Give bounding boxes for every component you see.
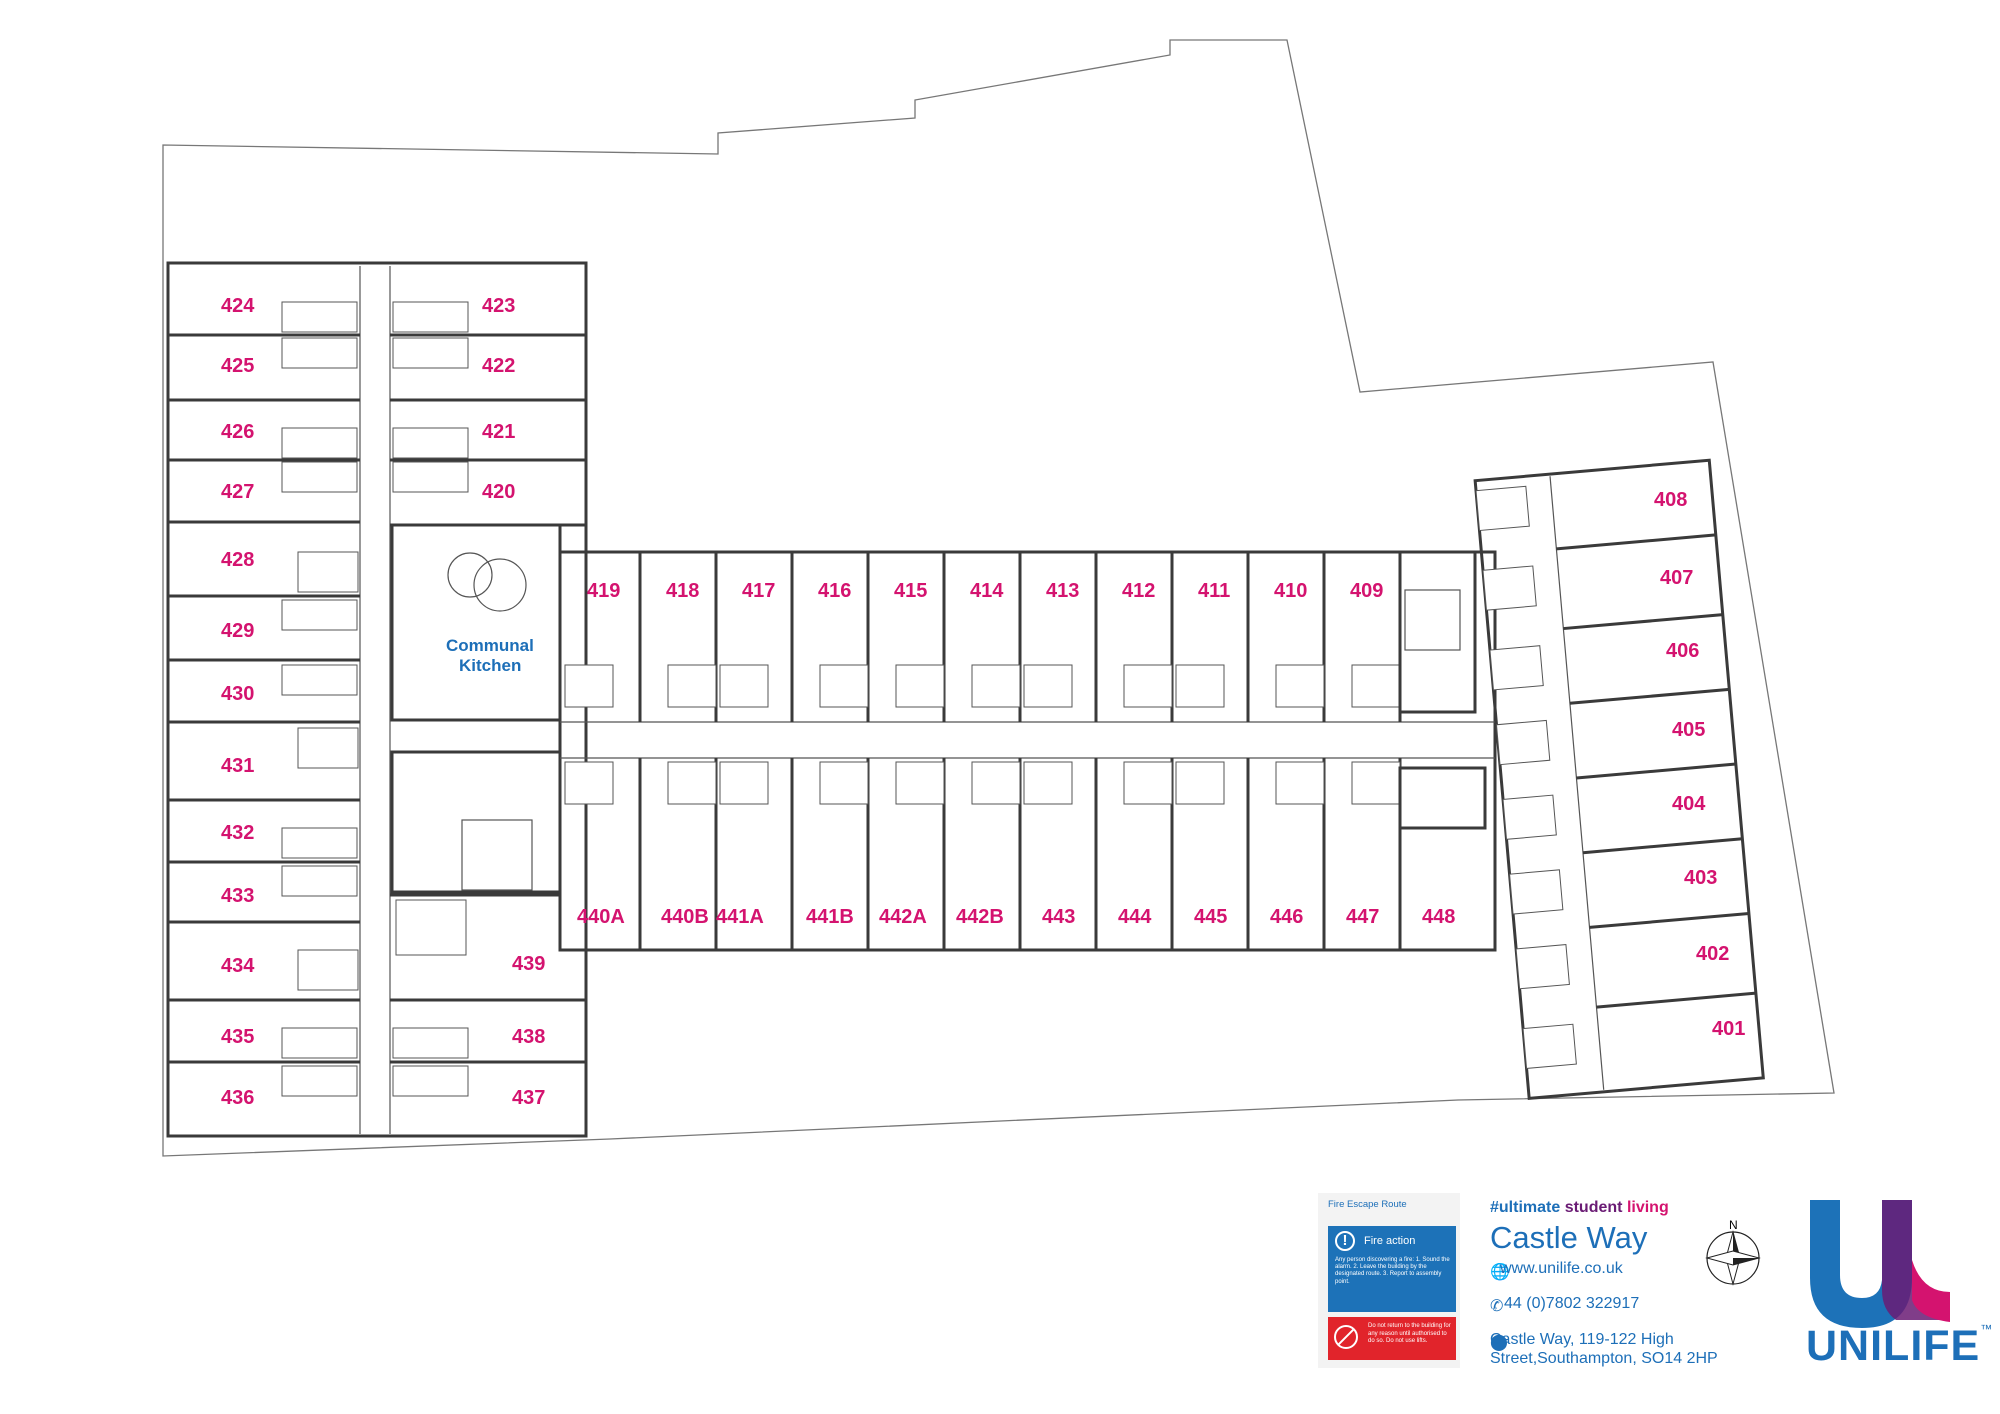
room-441A: 441A	[716, 906, 764, 928]
room-409: 409	[1350, 580, 1383, 602]
room-426: 426	[221, 421, 254, 443]
room-439: 439	[512, 953, 545, 975]
north-compass-icon: N	[1705, 1218, 1761, 1286]
fire-action-box: ! Fire action Any person discovering a f…	[1328, 1226, 1456, 1312]
globe-icon: 🌐	[1490, 1264, 1510, 1281]
west-wing-rooms	[168, 333, 586, 1064]
tagline: #ultimate student living	[1490, 1199, 1669, 1217]
east-wing	[1473, 458, 1765, 1100]
unilife-logo-icon	[1810, 1200, 1950, 1328]
room-420: 420	[482, 481, 515, 503]
kitchen-label-line1: Communal	[446, 636, 534, 655]
room-401: 401	[1712, 1018, 1745, 1040]
room-431: 431	[221, 755, 254, 777]
room-421: 421	[482, 421, 515, 443]
room-428: 428	[221, 549, 254, 571]
room-423: 423	[482, 295, 515, 317]
room-415: 415	[894, 580, 927, 602]
property-title: Castle Way	[1490, 1220, 1648, 1255]
room-424: 424	[221, 295, 255, 317]
room-427: 427	[221, 481, 254, 503]
kitchen-label-line2: Kitchen	[459, 656, 521, 675]
room-429: 429	[221, 620, 254, 642]
website-link[interactable]: www.unilife.co.uk	[1500, 1260, 1623, 1277]
room-403: 403	[1684, 867, 1717, 889]
logo-wordmark: UNILIFE™	[1806, 1322, 1993, 1371]
room-417: 417	[742, 580, 775, 602]
room-433: 433	[221, 885, 254, 907]
compass-north-label: N	[1729, 1218, 1738, 1232]
room-407: 407	[1660, 567, 1693, 589]
room-443: 443	[1042, 906, 1075, 928]
room-435: 435	[221, 1026, 254, 1048]
exclamation-icon: !	[1335, 1231, 1355, 1251]
lift-core	[1398, 766, 1487, 830]
tagline-living: living	[1626, 1199, 1669, 1216]
west-wing-bathrooms	[281, 301, 469, 1097]
room-414: 414	[970, 580, 1004, 602]
room-447: 447	[1346, 906, 1379, 928]
room-444: 444	[1118, 906, 1152, 928]
room-448: 448	[1422, 906, 1455, 928]
room-437: 437	[512, 1087, 545, 1109]
room-442A: 442A	[879, 906, 927, 928]
room-430: 430	[221, 683, 254, 705]
room-442B: 442B	[956, 906, 1004, 928]
no-entry-icon	[1334, 1325, 1358, 1349]
room-432: 432	[221, 822, 254, 844]
room-413: 413	[1046, 580, 1079, 602]
location-pin-icon: ⬤	[1490, 1334, 1508, 1351]
room-422: 422	[482, 355, 515, 377]
fire-warning-box: Do not return to the building for any re…	[1328, 1317, 1456, 1360]
fire-escape-panel: Fire Escape Route ! Fire action Any pers…	[1318, 1193, 1460, 1368]
room-446: 446	[1270, 906, 1303, 928]
address: Castle Way, 119-122 High Street,Southamp…	[1490, 1331, 1718, 1367]
west-stair-core	[390, 750, 562, 894]
room-405: 405	[1672, 719, 1705, 741]
fire-escape-title: Fire Escape Route	[1328, 1199, 1407, 1210]
room-418: 418	[666, 580, 699, 602]
central-wing-bathrooms	[564, 664, 1401, 805]
room-441B: 441B	[806, 906, 854, 928]
room-434: 434	[221, 955, 255, 977]
room-438: 438	[512, 1026, 545, 1048]
room-425: 425	[221, 355, 254, 377]
room-402: 402	[1696, 943, 1729, 965]
room-408: 408	[1654, 489, 1687, 511]
room-411: 411	[1198, 580, 1230, 602]
tagline-ultimate: #ultimate	[1490, 1199, 1561, 1216]
room-406: 406	[1666, 640, 1699, 662]
room-410: 410	[1274, 580, 1307, 602]
room-412: 412	[1122, 580, 1155, 602]
central-wing-rooms	[638, 552, 1402, 950]
east-stair-core	[1398, 550, 1477, 714]
room-436: 436	[221, 1087, 254, 1109]
phone-number: 44 (0)7802 322917	[1504, 1295, 1640, 1312]
room-419: 419	[587, 580, 620, 602]
tagline-student: student	[1564, 1199, 1623, 1216]
fire-action-title: Fire action	[1364, 1235, 1416, 1247]
room-440A: 440A	[577, 906, 625, 928]
room-labels: 424 423 425 422 426 421 427 420 428 429 …	[221, 295, 1745, 1109]
phone-icon: ✆	[1490, 1298, 1504, 1315]
logo-trademark: ™	[1980, 1322, 1994, 1336]
fire-warning-text: Do not return to the building for any re…	[1368, 1323, 1451, 1344]
site-boundary	[162, 39, 1835, 1157]
fire-action-text: Any person discovering a fire: 1. Sound …	[1335, 1257, 1450, 1285]
room-404: 404	[1672, 793, 1706, 815]
logo-word-text: UNILIFE	[1806, 1322, 1981, 1370]
room-416: 416	[818, 580, 851, 602]
room-445: 445	[1194, 906, 1227, 928]
central-wing-wall	[558, 550, 1497, 952]
room-440B: 440B	[661, 906, 709, 928]
